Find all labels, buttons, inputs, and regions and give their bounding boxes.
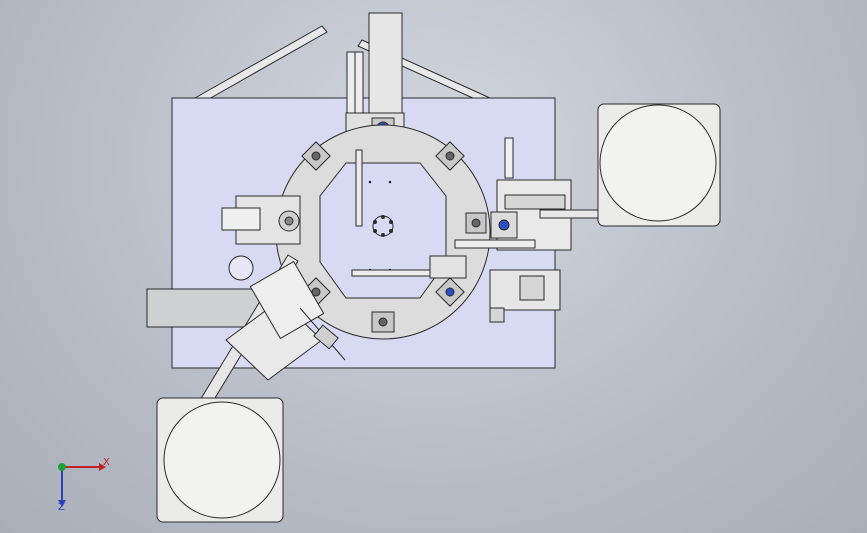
- z-axis-label: Z: [58, 502, 65, 513]
- x-axis-label: X: [103, 457, 110, 468]
- coordinate-triad: [58, 463, 106, 507]
- round-sensor: [228, 255, 254, 281]
- turntable-fixtures: [301, 141, 487, 333]
- turntable-center-opening: [319, 162, 447, 299]
- left-clamp-station[interactable]: [221, 195, 301, 245]
- right-vibratory-bowl[interactable]: [597, 103, 721, 227]
- left-rectangular-block[interactable]: [146, 288, 263, 328]
- bottom-left-vibratory-bowl[interactable]: [156, 397, 284, 523]
- right-pick-place-station[interactable]: [429, 137, 572, 323]
- rotary-turntable[interactable]: [275, 124, 491, 340]
- top-guide-rails: [194, 25, 491, 105]
